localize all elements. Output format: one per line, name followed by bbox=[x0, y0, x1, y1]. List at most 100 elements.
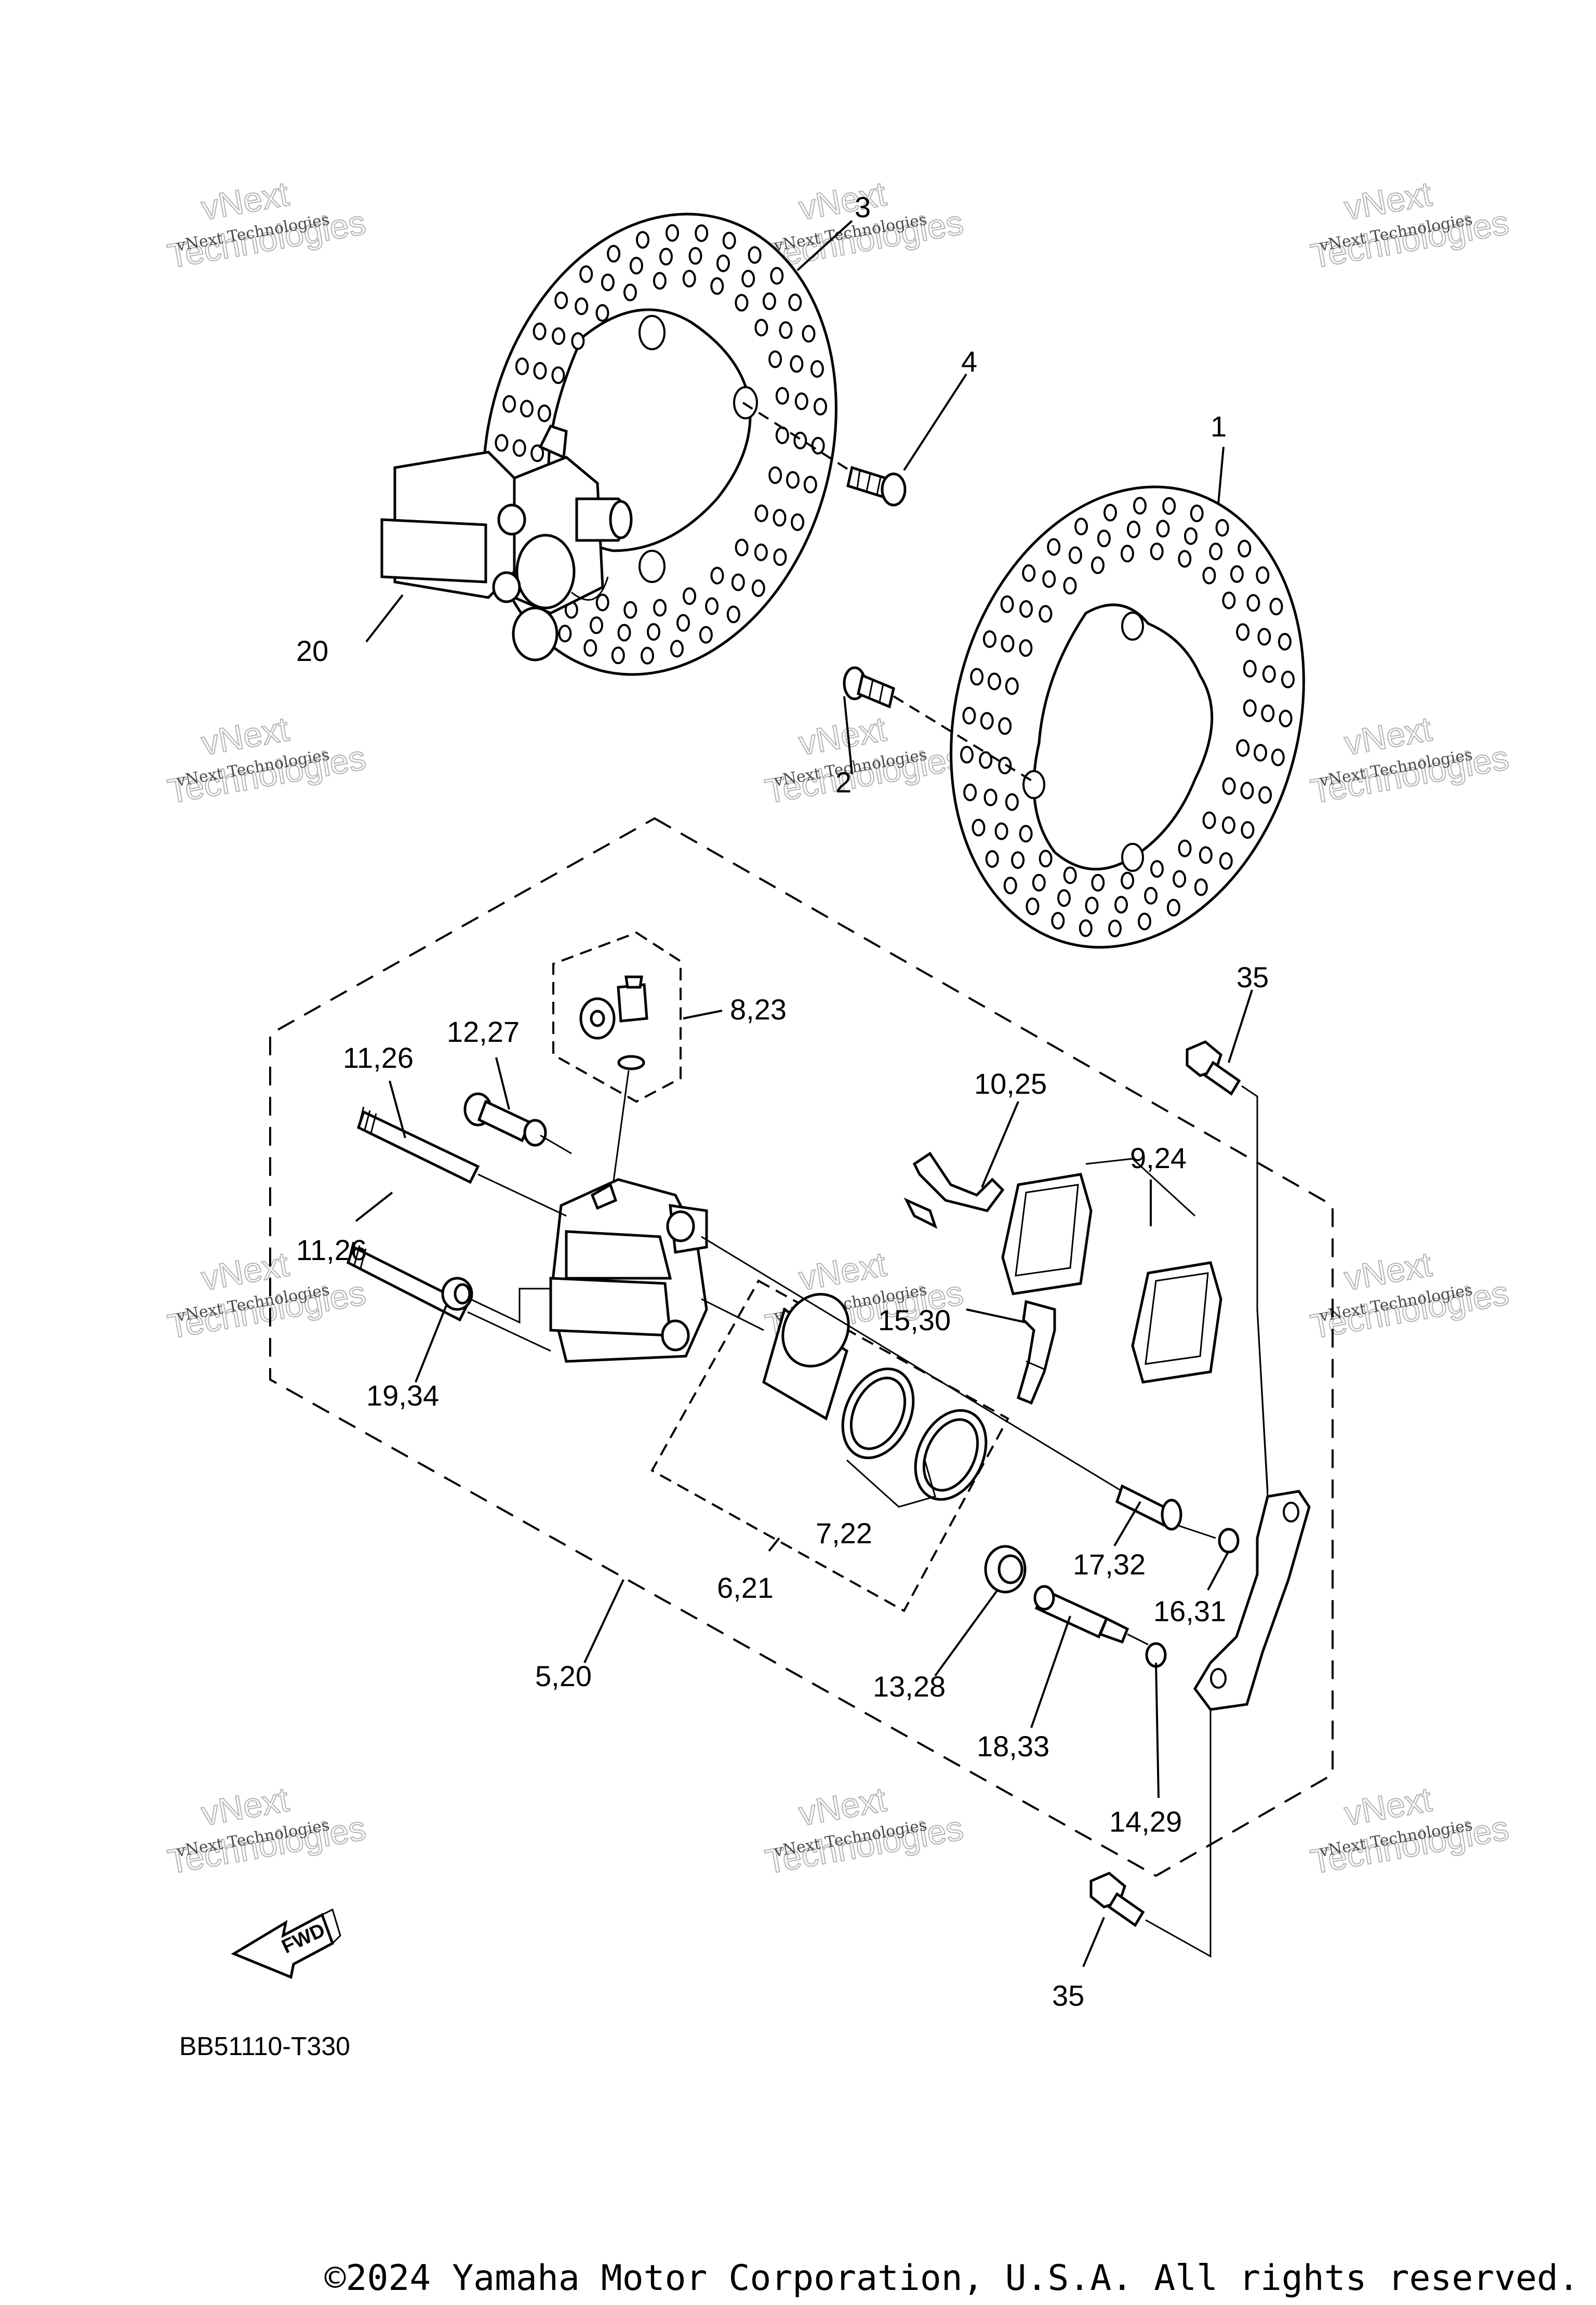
vent-hole bbox=[1063, 866, 1077, 884]
vent-hole bbox=[1156, 520, 1170, 538]
callout-part-2[interactable]: 2 bbox=[835, 766, 852, 799]
vent-hole bbox=[1003, 877, 1017, 895]
callout-part-35-lower[interactable]: 35 bbox=[1052, 1979, 1084, 2012]
piston bbox=[762, 1293, 850, 1421]
callout-part-17-32[interactable]: 17,32 bbox=[1073, 1548, 1146, 1581]
vent-hole bbox=[647, 623, 660, 641]
callout-part-12-27[interactable]: 12,27 bbox=[447, 1015, 520, 1048]
vent-hole bbox=[1238, 539, 1252, 558]
vent-hole bbox=[1127, 520, 1140, 538]
callout-part-20[interactable]: 20 bbox=[296, 634, 328, 667]
piston-seal bbox=[841, 1367, 915, 1460]
vent-hole bbox=[1057, 889, 1071, 907]
vent-hole bbox=[595, 593, 609, 612]
pin-boot bbox=[984, 1545, 1027, 1594]
vent-hole bbox=[960, 746, 974, 764]
vent-hole bbox=[1236, 623, 1250, 641]
vent-hole bbox=[699, 626, 713, 644]
vent-hole bbox=[722, 232, 736, 249]
vent-hole bbox=[623, 283, 637, 301]
slide-pin bbox=[346, 1241, 470, 1322]
vent-hole bbox=[1162, 497, 1176, 515]
vent-hole bbox=[1256, 566, 1270, 584]
callout-part-9-24[interactable]: 9,24 bbox=[1130, 1142, 1187, 1174]
callout-part-15-30[interactable]: 15,30 bbox=[878, 1304, 951, 1336]
vent-hole bbox=[1039, 605, 1053, 623]
callout-part-11-26-lower[interactable]: 11,26 bbox=[296, 1234, 367, 1266]
vent-hole bbox=[770, 267, 784, 285]
vent-hole bbox=[1019, 600, 1033, 618]
vent-hole bbox=[641, 646, 654, 665]
vent-hole bbox=[1068, 546, 1082, 564]
callout-part-35-upper[interactable]: 35 bbox=[1236, 961, 1269, 993]
vent-hole bbox=[710, 566, 724, 585]
vent-hole bbox=[1047, 538, 1061, 556]
vent-hole bbox=[653, 599, 667, 617]
vent-hole bbox=[716, 254, 730, 272]
vent-hole bbox=[748, 246, 762, 264]
callout-part-19-34[interactable]: 19,34 bbox=[366, 1379, 439, 1412]
callout-part-4[interactable]: 4 bbox=[961, 345, 977, 378]
vent-hole bbox=[726, 605, 740, 624]
vent-hole bbox=[617, 624, 631, 642]
vent-hole bbox=[979, 751, 993, 769]
vent-hole bbox=[768, 466, 782, 484]
vent-hole bbox=[530, 444, 544, 462]
callout-part-7-22[interactable]: 7,22 bbox=[816, 1517, 872, 1549]
vent-hole bbox=[1215, 519, 1229, 537]
callout-part-11-26-upper[interactable]: 11,26 bbox=[343, 1041, 414, 1074]
vent-hole bbox=[558, 625, 572, 643]
vent-hole bbox=[595, 304, 609, 322]
vent-hole bbox=[970, 668, 984, 686]
vent-hole bbox=[1042, 570, 1056, 588]
vent-hole bbox=[1085, 896, 1099, 915]
vent-hole bbox=[741, 270, 755, 288]
vent-hole bbox=[666, 224, 679, 242]
vent-hole bbox=[1178, 550, 1192, 568]
vent-hole bbox=[811, 436, 825, 455]
vent-hole bbox=[1241, 821, 1255, 839]
vent-hole bbox=[1074, 518, 1088, 536]
pad-spring bbox=[903, 1151, 1005, 1229]
vent-hole bbox=[1026, 897, 1040, 916]
vent-hole bbox=[1091, 873, 1105, 892]
caliper-bolt bbox=[463, 1092, 547, 1147]
vent-hole bbox=[533, 322, 547, 340]
callout-part-18-33[interactable]: 18,33 bbox=[977, 1730, 1049, 1763]
callout-part-8-23[interactable]: 8,23 bbox=[730, 993, 787, 1026]
vent-hole bbox=[1261, 704, 1275, 722]
callout-part-14-29[interactable]: 14,29 bbox=[1109, 1805, 1182, 1838]
vent-hole bbox=[1039, 850, 1053, 868]
vent-hole bbox=[1108, 919, 1122, 937]
vent-hole bbox=[751, 579, 765, 597]
callout-part-10-25[interactable]: 10,25 bbox=[974, 1067, 1047, 1100]
vent-hole bbox=[1279, 709, 1293, 727]
callout-part-3[interactable]: 3 bbox=[855, 191, 871, 223]
vent-hole bbox=[1281, 670, 1295, 688]
leader-lines bbox=[355, 220, 1253, 1967]
vent-hole bbox=[1262, 665, 1276, 683]
vent-hole bbox=[994, 822, 1008, 840]
vent-hole bbox=[1097, 529, 1111, 548]
vent-hole bbox=[1001, 634, 1015, 653]
callout-part-6-21[interactable]: 6,21 bbox=[717, 1571, 774, 1604]
brake-pad bbox=[1131, 1261, 1222, 1384]
vent-hole bbox=[1019, 825, 1033, 843]
vent-hole bbox=[629, 257, 643, 275]
vent-hole bbox=[1254, 744, 1267, 762]
vent-hole bbox=[794, 392, 808, 410]
vent-hole bbox=[1150, 542, 1164, 561]
vent-hole bbox=[676, 614, 690, 632]
vent-hole bbox=[1221, 816, 1235, 834]
callout-part-1[interactable]: 1 bbox=[1211, 410, 1227, 443]
vent-hole bbox=[575, 297, 589, 315]
callout-part-5-20[interactable]: 5,20 bbox=[535, 1660, 592, 1692]
vent-hole bbox=[1269, 598, 1283, 616]
vent-hole bbox=[1209, 542, 1223, 561]
vent-hole bbox=[1199, 846, 1213, 864]
callout-part-16-31[interactable]: 16,31 bbox=[1153, 1595, 1226, 1627]
vent-hole bbox=[998, 717, 1012, 735]
callout-part-13-28[interactable]: 13,28 bbox=[873, 1670, 946, 1703]
vent-hole bbox=[1258, 786, 1272, 804]
